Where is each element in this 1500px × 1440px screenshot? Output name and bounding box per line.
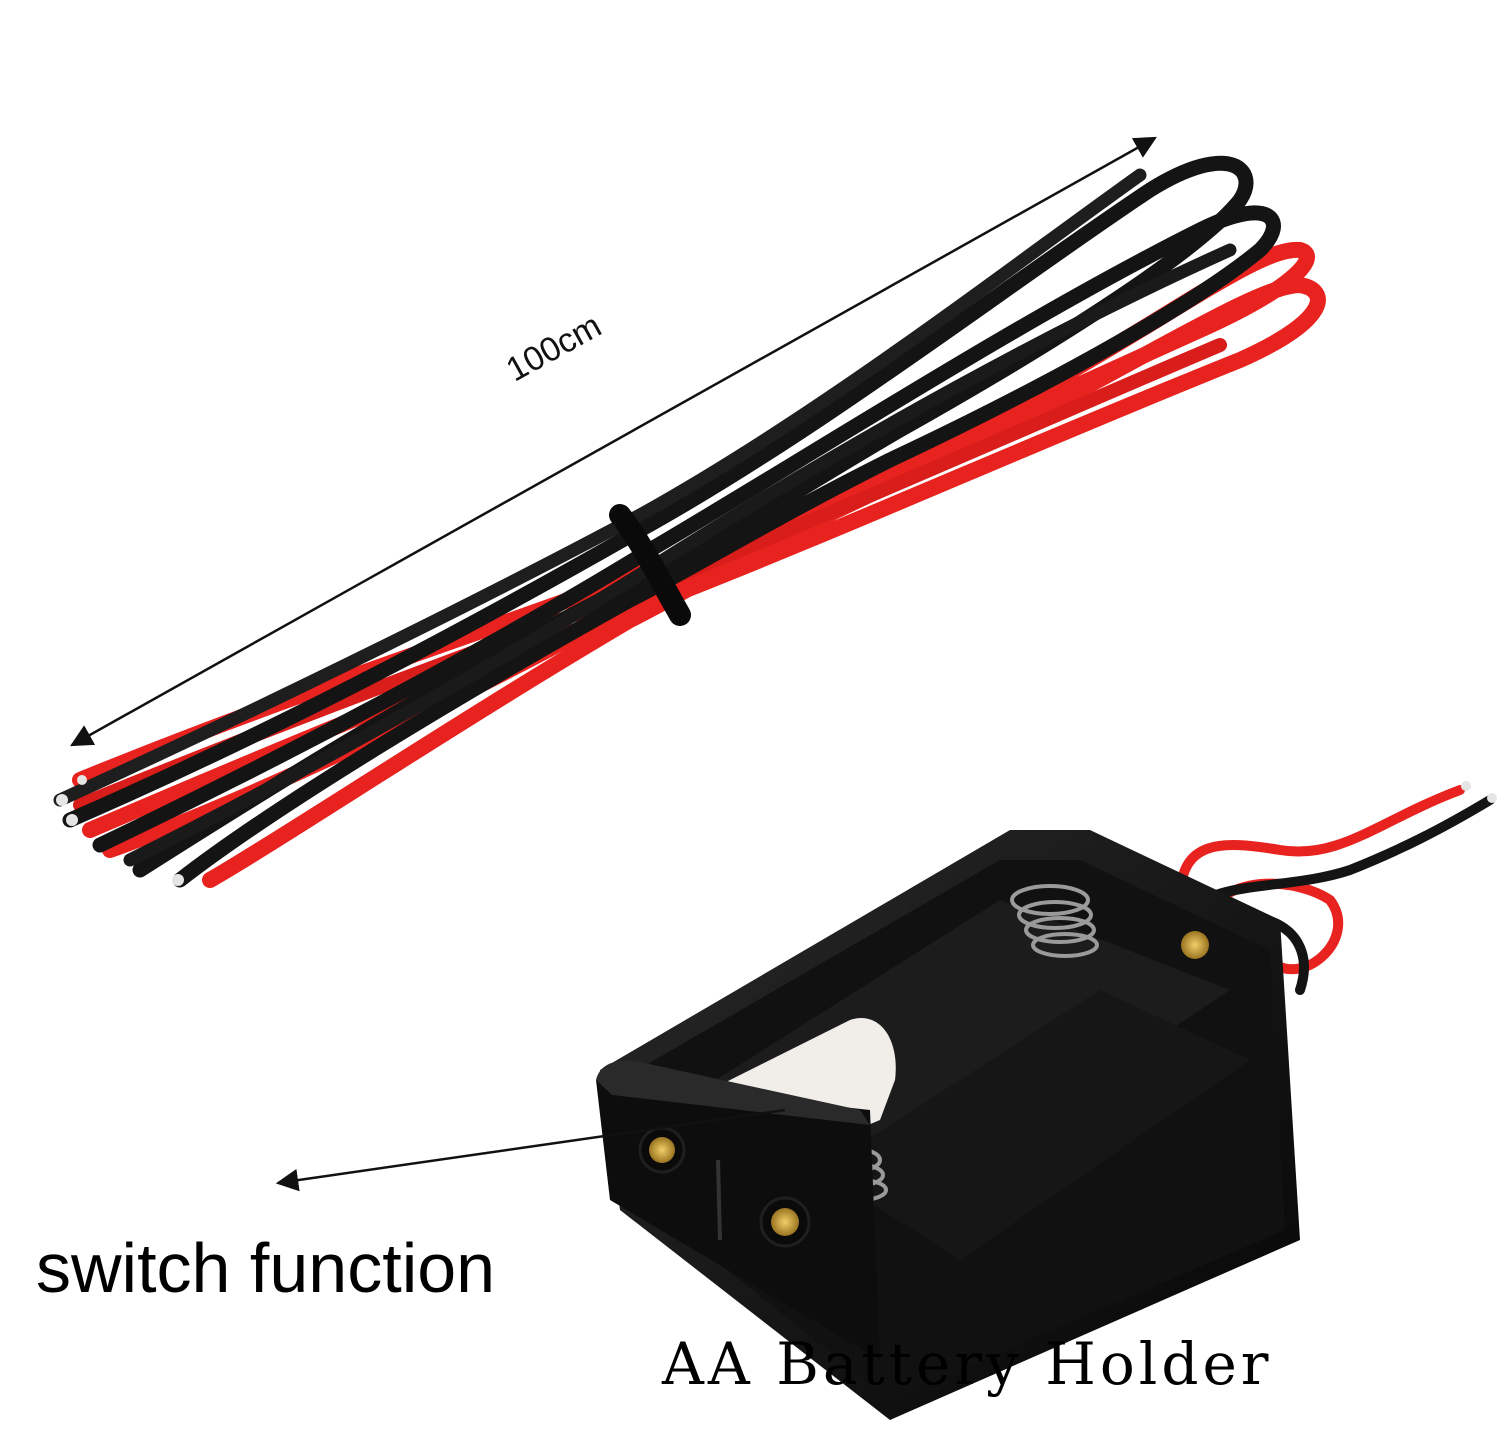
switch-function-label: switch function (36, 1229, 496, 1307)
front-terminal-left (638, 1126, 686, 1174)
front-terminal-right (759, 1196, 811, 1248)
switch-arrow (275, 1108, 786, 1192)
battery-holder-label: AA Battery Holder (662, 1330, 1273, 1398)
length-arrow (70, 136, 1157, 747)
wire-bundle (53, 155, 1326, 888)
battery-holder (596, 781, 1497, 1420)
spring-top (1010, 884, 1099, 958)
